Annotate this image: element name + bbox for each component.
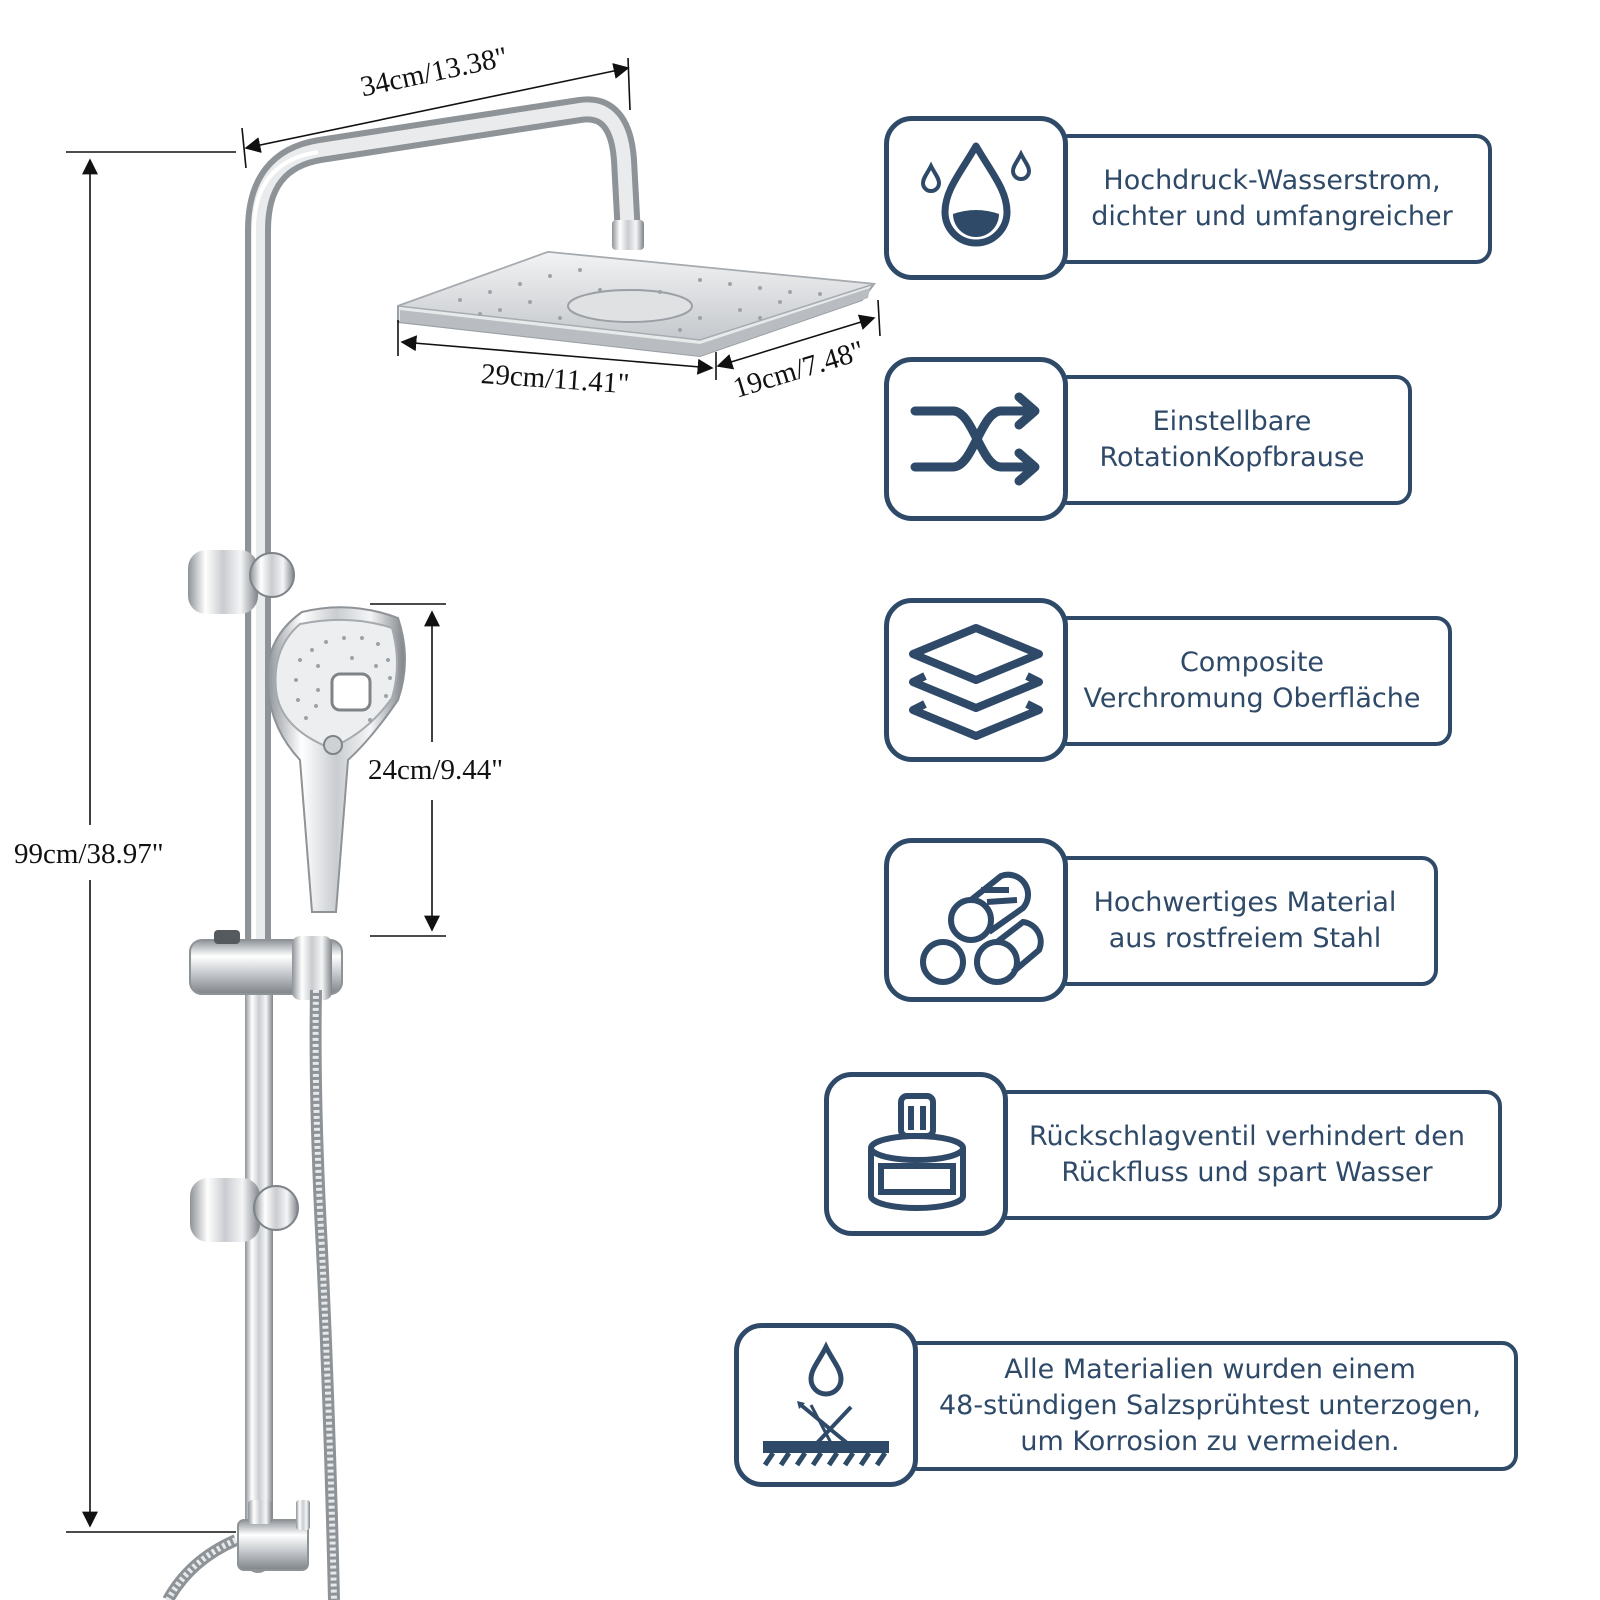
hand-shower-holder (189, 930, 343, 1000)
corrosion-test-icon (734, 1323, 918, 1487)
feature-text-line: Composite (1179, 647, 1325, 678)
overall-height-label: 99cm/38.97" (14, 838, 164, 870)
layers-icon (884, 598, 1068, 762)
shower-hose (162, 989, 340, 1600)
steel-bars-icon (884, 838, 1068, 1002)
feature-text-line: Verchromung Oberfläche (1083, 683, 1421, 714)
feature-text-line: aus rostfreiem Stahl (1108, 923, 1382, 954)
water-drop-icon (884, 116, 1068, 280)
feature-text-line: Rückschlagventil verhindert den (1028, 1121, 1466, 1152)
feature-text-box: Einstellbare RotationKopfbrause (1052, 375, 1412, 505)
feature-text-box: Rückschlagventil verhindert den Rückflus… (992, 1090, 1502, 1220)
feature-text-line: Hochwertiges Material (1093, 887, 1397, 918)
feature-text-box: Alle Materialien wurden einem 48-stündig… (902, 1341, 1518, 1471)
handshower-length-label: 24cm/9.44" (368, 754, 504, 786)
feature-text-box: Hochwertiges Material aus rostfreiem Sta… (1052, 856, 1438, 986)
feature-text-box: Hochdruck-Wasserstrom, dichter und umfan… (1052, 134, 1492, 264)
feature-text-line: Einstellbare (1152, 406, 1312, 437)
feature-text-line: 48-stündigen Salzsprühtest unterzogen, (938, 1390, 1482, 1421)
feature-text-line: RotationKopfbrause (1099, 442, 1365, 473)
feature-text-line: um Korrosion zu vermeiden. (1020, 1426, 1400, 1457)
feature-text-line: Alle Materialien wurden einem (1004, 1354, 1416, 1385)
shuffle-arrows-icon (884, 357, 1068, 521)
hand-shower (266, 606, 406, 913)
dimension-lines (66, 57, 881, 1533)
wall-bracket-lower (190, 1178, 299, 1242)
feature-text-line: dichter und umfangreicher (1091, 201, 1453, 232)
rain-shower-head (397, 220, 876, 358)
valve-icon (824, 1072, 1008, 1236)
wall-bracket-upper (188, 550, 295, 614)
feature-text-line: Rückfluss und spart Wasser (1061, 1157, 1433, 1188)
feature-text-line: Hochdruck-Wasserstrom, (1103, 165, 1441, 196)
feature-text-box: Composite Verchromung Oberfläche (1052, 616, 1452, 746)
diverter-valve (237, 1500, 310, 1571)
